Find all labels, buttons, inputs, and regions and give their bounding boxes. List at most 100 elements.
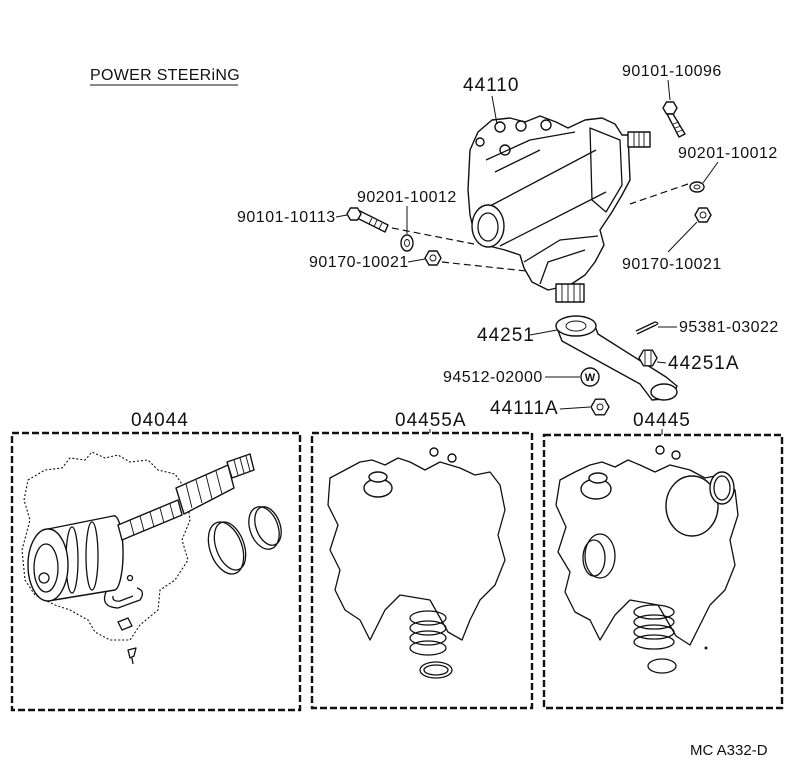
kit-3-part-number: 04445 [633, 410, 691, 431]
valve-bellows [175, 464, 235, 515]
lock-washer-mark: W [585, 372, 596, 384]
leader-lines [335, 79, 719, 410]
cylinder-end-inner [477, 212, 499, 242]
spring-seal [633, 624, 675, 640]
kit-1-part-number: 04044 [131, 410, 189, 431]
housing-cap-bolt [494, 121, 506, 133]
kit-box-3: 04445 [542, 410, 784, 710]
plug [671, 450, 681, 460]
nut-hex [424, 250, 442, 266]
input-shaft-splines [633, 132, 645, 147]
nut-right-part-number: 90170-10021 [622, 256, 722, 273]
spring-seal [409, 630, 447, 646]
leader-castle-nut [656, 361, 667, 364]
o-ring [419, 661, 453, 679]
kit-box-2: 04455A [310, 410, 534, 710]
housing-top-ridge [485, 131, 576, 173]
leader-nut-right [667, 221, 698, 253]
diagram-heading: POWER STEERiNG [90, 67, 240, 86]
bolt-left-part-number: 90101-10113 [237, 209, 336, 226]
bolt-head [346, 207, 362, 221]
small-pin [126, 574, 134, 582]
kit-box-1: 04044 [10, 410, 302, 712]
o-ring-inner [423, 664, 449, 676]
washer-left [400, 234, 414, 252]
arm-nut [590, 398, 610, 416]
retaining-clip [103, 587, 144, 609]
spring-seal [633, 614, 675, 630]
housing-barrel-lines [489, 149, 607, 247]
o-ring [582, 539, 606, 577]
o-ring [647, 658, 677, 674]
piston-face-inner [33, 543, 59, 593]
pitman-arm [555, 315, 678, 401]
castle-nut [638, 349, 658, 367]
small-screw [127, 647, 137, 665]
spring-seal [409, 620, 447, 636]
guide-line-right-washer [629, 183, 689, 205]
nut-left-part-number: 90170-10021 [309, 254, 409, 271]
seal-ring [368, 471, 388, 483]
washer-right-part-number: 90201-10012 [678, 145, 778, 162]
arm-nut-part-number: 44111A [490, 398, 559, 419]
housing-cap-bolt [515, 120, 527, 132]
heading-text: POWER STEERiNG [90, 67, 240, 84]
housing-cap-bolt [540, 119, 552, 131]
housing-mount-flange [523, 235, 599, 285]
leader-arm-nut [559, 406, 591, 410]
worm-shaft-ridges [129, 503, 175, 536]
spring-seal [633, 634, 675, 650]
nut-hex [638, 349, 658, 367]
bolt-head [662, 101, 678, 115]
washer-outer [689, 181, 705, 193]
leader-bolt-top [667, 79, 671, 101]
pitman-arm-spline-hole [565, 320, 587, 332]
washer-hole [404, 239, 410, 247]
large-o-ring [665, 475, 719, 537]
nut-hole [596, 403, 604, 411]
washer-right [689, 181, 705, 193]
cotter-pin-part-number: 95381-03022 [679, 319, 779, 336]
housing-cap-bolt [475, 137, 485, 147]
plug [447, 453, 457, 463]
kit-1-border [10, 431, 302, 712]
cotter-pin-legs [635, 321, 657, 335]
mounting-bolt-left [346, 207, 389, 233]
pitman-arm-top-boss [555, 315, 597, 337]
o-ring [248, 506, 280, 550]
nut-hole [699, 211, 707, 219]
plug [655, 445, 665, 455]
cotter-pin-eye [654, 321, 659, 326]
nut-hole [429, 254, 437, 262]
seal-ring [588, 472, 608, 484]
kit-2-housing-outline [327, 457, 506, 641]
bolt-threads [672, 121, 684, 133]
cotter-pin [635, 321, 659, 335]
nut-right [694, 207, 712, 223]
kit-2-part-number: 04455A [395, 410, 467, 431]
washer-hole [693, 184, 701, 190]
output-shaft-spline [555, 283, 585, 303]
o-ring [213, 521, 247, 571]
leader-bolt-left [335, 214, 348, 218]
piston-band [85, 521, 99, 591]
worm-shaft [117, 499, 183, 541]
mounting-bolt-top [662, 101, 686, 138]
bolt-top-part-number: 90101-10096 [622, 63, 722, 80]
small-o-ring-inner [713, 475, 731, 501]
diagram-code: MC A332-D [690, 742, 768, 759]
leader-nut-left [407, 258, 426, 263]
part-number-labels: 44110 90101-10096 90201-10012 90201-1001… [237, 63, 779, 419]
gear-housing-part-number: 44110 [463, 75, 519, 96]
nut-hex [694, 207, 712, 223]
plug [429, 447, 439, 457]
assembly-guide-lines [391, 183, 689, 272]
housing-side-cover [589, 127, 623, 213]
bolt-shank [666, 113, 686, 138]
castle-slots [644, 351, 652, 365]
nut-left [424, 250, 442, 266]
guide-line-left-nut [441, 261, 527, 272]
small-ball [704, 646, 708, 650]
steering-gear-housing [467, 115, 651, 303]
